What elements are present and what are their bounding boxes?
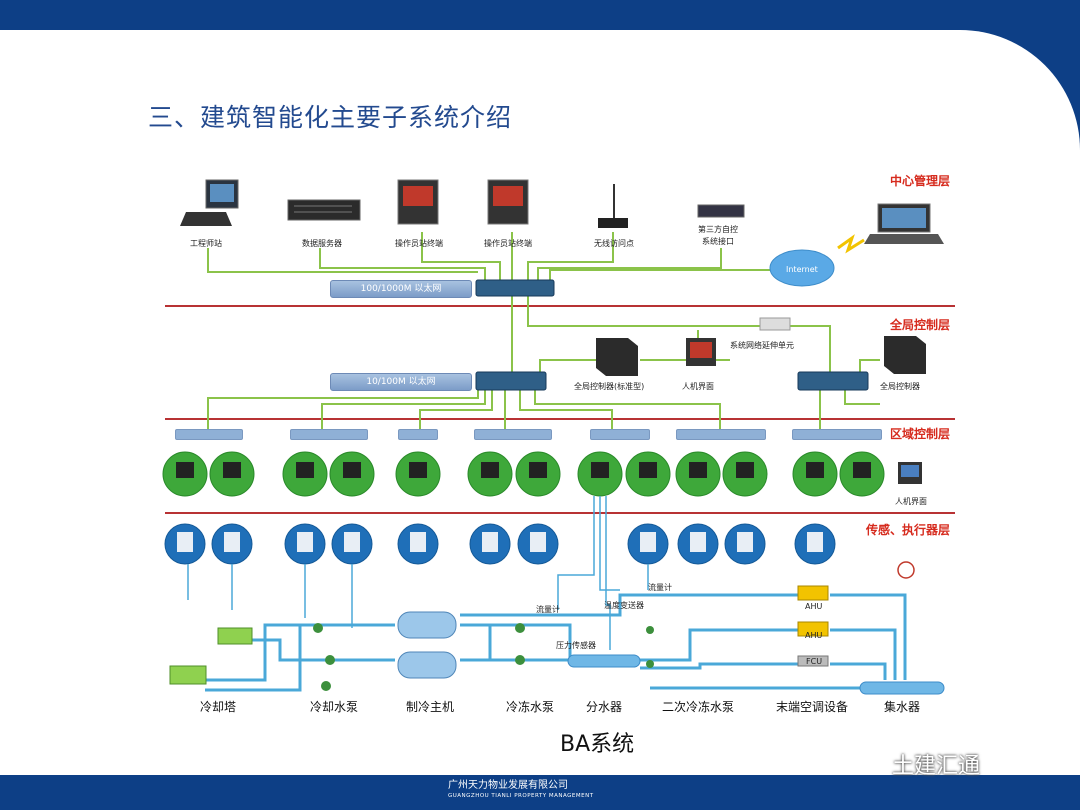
third-party-interface-icon: [697, 204, 745, 218]
subsystem-tag: [398, 429, 438, 440]
fast-ethernet-bar: 10/100M 以太网: [330, 373, 472, 391]
subsystem-tag: [290, 429, 368, 440]
subsystem-tag: [590, 429, 650, 440]
equipment-label: 末端空调设备: [776, 700, 849, 714]
instrument-label: 温度变送器: [604, 601, 644, 610]
water-distributor-icon: [567, 654, 641, 668]
instrument-label: FCU: [806, 657, 823, 666]
device-label: 工程师站: [190, 239, 222, 248]
data-server-icon: [287, 199, 361, 221]
layer-separator: [165, 418, 955, 420]
wireless-access-point-icon: [598, 184, 628, 228]
layer-label-zone: 区域控制层: [889, 427, 950, 441]
subsystem-tag: [474, 429, 552, 440]
lightning-icon: [837, 234, 865, 254]
laptop-icon: [864, 203, 944, 244]
equipment-label: 冷却塔: [200, 700, 237, 714]
network-extender-icon: [759, 317, 791, 331]
device-label: 第三方自控: [698, 225, 738, 234]
equipment-label: 集水器: [884, 700, 921, 714]
fcu-icon: [797, 655, 829, 667]
device-label: 无线访问点: [594, 239, 634, 248]
layer-separator: [165, 512, 955, 514]
global-controller-icon: [596, 338, 638, 376]
slide-background: [0, 30, 1080, 775]
zone-hmi-icon: [898, 462, 922, 484]
equipment-label: 冷冻水泵: [506, 700, 555, 714]
cooling-tower-icon: [169, 627, 253, 685]
internet-label: Internet: [786, 265, 818, 274]
gigabit-ethernet-bar: 100/1000M 以太网: [330, 280, 472, 298]
operator-terminal-icon: [487, 179, 529, 225]
company-name-cn: 广州天力物业发展有限公司: [448, 780, 568, 791]
device-label: 人机界面: [682, 382, 714, 391]
instrument-label: AHU: [805, 602, 823, 611]
equipment-label: 二次冷冻水泵: [662, 700, 735, 714]
cloud-icon: [769, 249, 835, 287]
water-collector-icon: [859, 681, 945, 695]
device-label: 数据服务器: [302, 239, 342, 248]
operator-terminal-icon: [397, 179, 439, 225]
device-label: 系统接口: [702, 237, 734, 246]
device-label: 操作员站终端: [395, 239, 443, 248]
switch-icon: [475, 279, 869, 391]
device-label: 操作员站终端: [484, 239, 532, 248]
global-controller-icon: [884, 336, 926, 374]
pump-icon: [313, 623, 654, 691]
instrument-label: 压力传感器: [556, 641, 596, 650]
layer-label-center: 中心管理层: [889, 174, 950, 188]
device-label: 全局控制器: [880, 382, 920, 391]
hmi-icon: [686, 338, 716, 366]
watermark: 土建汇通: [892, 754, 981, 779]
sensor-icon: [897, 561, 915, 579]
slide-title: 三、建筑智能化主要子系统介绍: [148, 103, 513, 132]
equipment-label: 制冷主机: [406, 700, 455, 714]
instrument-label: 流量计: [536, 605, 560, 614]
instrument-label: AHU: [805, 631, 823, 640]
equipment-label: 分水器: [586, 700, 623, 714]
chiller-icon: [397, 611, 457, 679]
subsystem-tag: [676, 429, 766, 440]
company-logo: 广州天力物业发展有限公司 GUANGZHOU TIANLI PROPERTY M…: [448, 776, 594, 799]
layer-separator: [165, 305, 955, 307]
subsystem-tag: [175, 429, 243, 440]
engineer-workstation-icon: [180, 179, 239, 226]
device-label: 系统网络延伸单元: [730, 341, 794, 350]
instrument-label: 流量计: [648, 583, 672, 592]
layer-label-sensor: 传感、执行器层: [865, 523, 950, 537]
zone-hmi-label: 人机界面: [895, 497, 927, 506]
equipment-label: 冷却水泵: [310, 700, 359, 714]
company-name-en: GUANGZHOU TIANLI PROPERTY MANAGEMENT: [448, 793, 594, 799]
ahu-icon: [797, 585, 829, 637]
diagram-caption: BA系统: [560, 732, 635, 757]
layer-label-global: 全局控制层: [889, 318, 950, 332]
subsystem-tag: [792, 429, 882, 440]
device-label: 全局控制器(标准型): [574, 382, 645, 391]
